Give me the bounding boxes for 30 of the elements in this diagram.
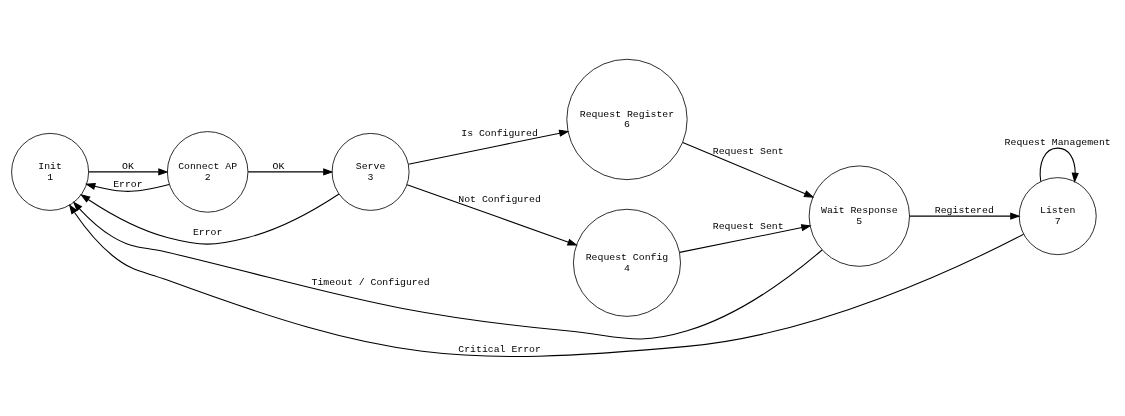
- node-circle: Serve 3: [331, 133, 410, 211]
- edge-label: Request Sent: [712, 220, 784, 232]
- edge-label: OK: [272, 161, 285, 173]
- arrow: [682, 141, 815, 198]
- arrow: [247, 168, 334, 176]
- edge-label: Critical Error: [458, 343, 541, 355]
- arrow: [88, 168, 169, 176]
- node-circle: Listen 7: [1018, 177, 1097, 256]
- edge-label: Registered: [934, 205, 994, 217]
- edge-label: Error: [113, 179, 143, 191]
- arrow: [407, 129, 570, 165]
- edge-label: Is Configured: [461, 127, 538, 139]
- node-circle: Connect AP 2: [166, 131, 249, 213]
- arrow: [679, 224, 812, 253]
- node-circle: Request Config 4: [573, 208, 681, 317]
- edge-label: Timeout / Configured: [311, 276, 430, 288]
- arrow: [909, 212, 1021, 220]
- arrow: [72, 201, 823, 340]
- arrow: [1039, 147, 1079, 184]
- edge-label: OK: [122, 161, 134, 173]
- edge-label: Error: [192, 226, 223, 238]
- edge-label: Not Configured: [458, 193, 541, 205]
- arrow: [406, 184, 578, 246]
- node-circle: Request Register 6: [566, 58, 688, 181]
- arrow: [68, 203, 1025, 357]
- arrow: [80, 193, 340, 245]
- arrow: [85, 182, 170, 192]
- edge-label: Request Sent: [712, 145, 784, 157]
- node-circle: Wait Response 5: [808, 165, 910, 267]
- edge-label: Request Management: [1004, 137, 1111, 149]
